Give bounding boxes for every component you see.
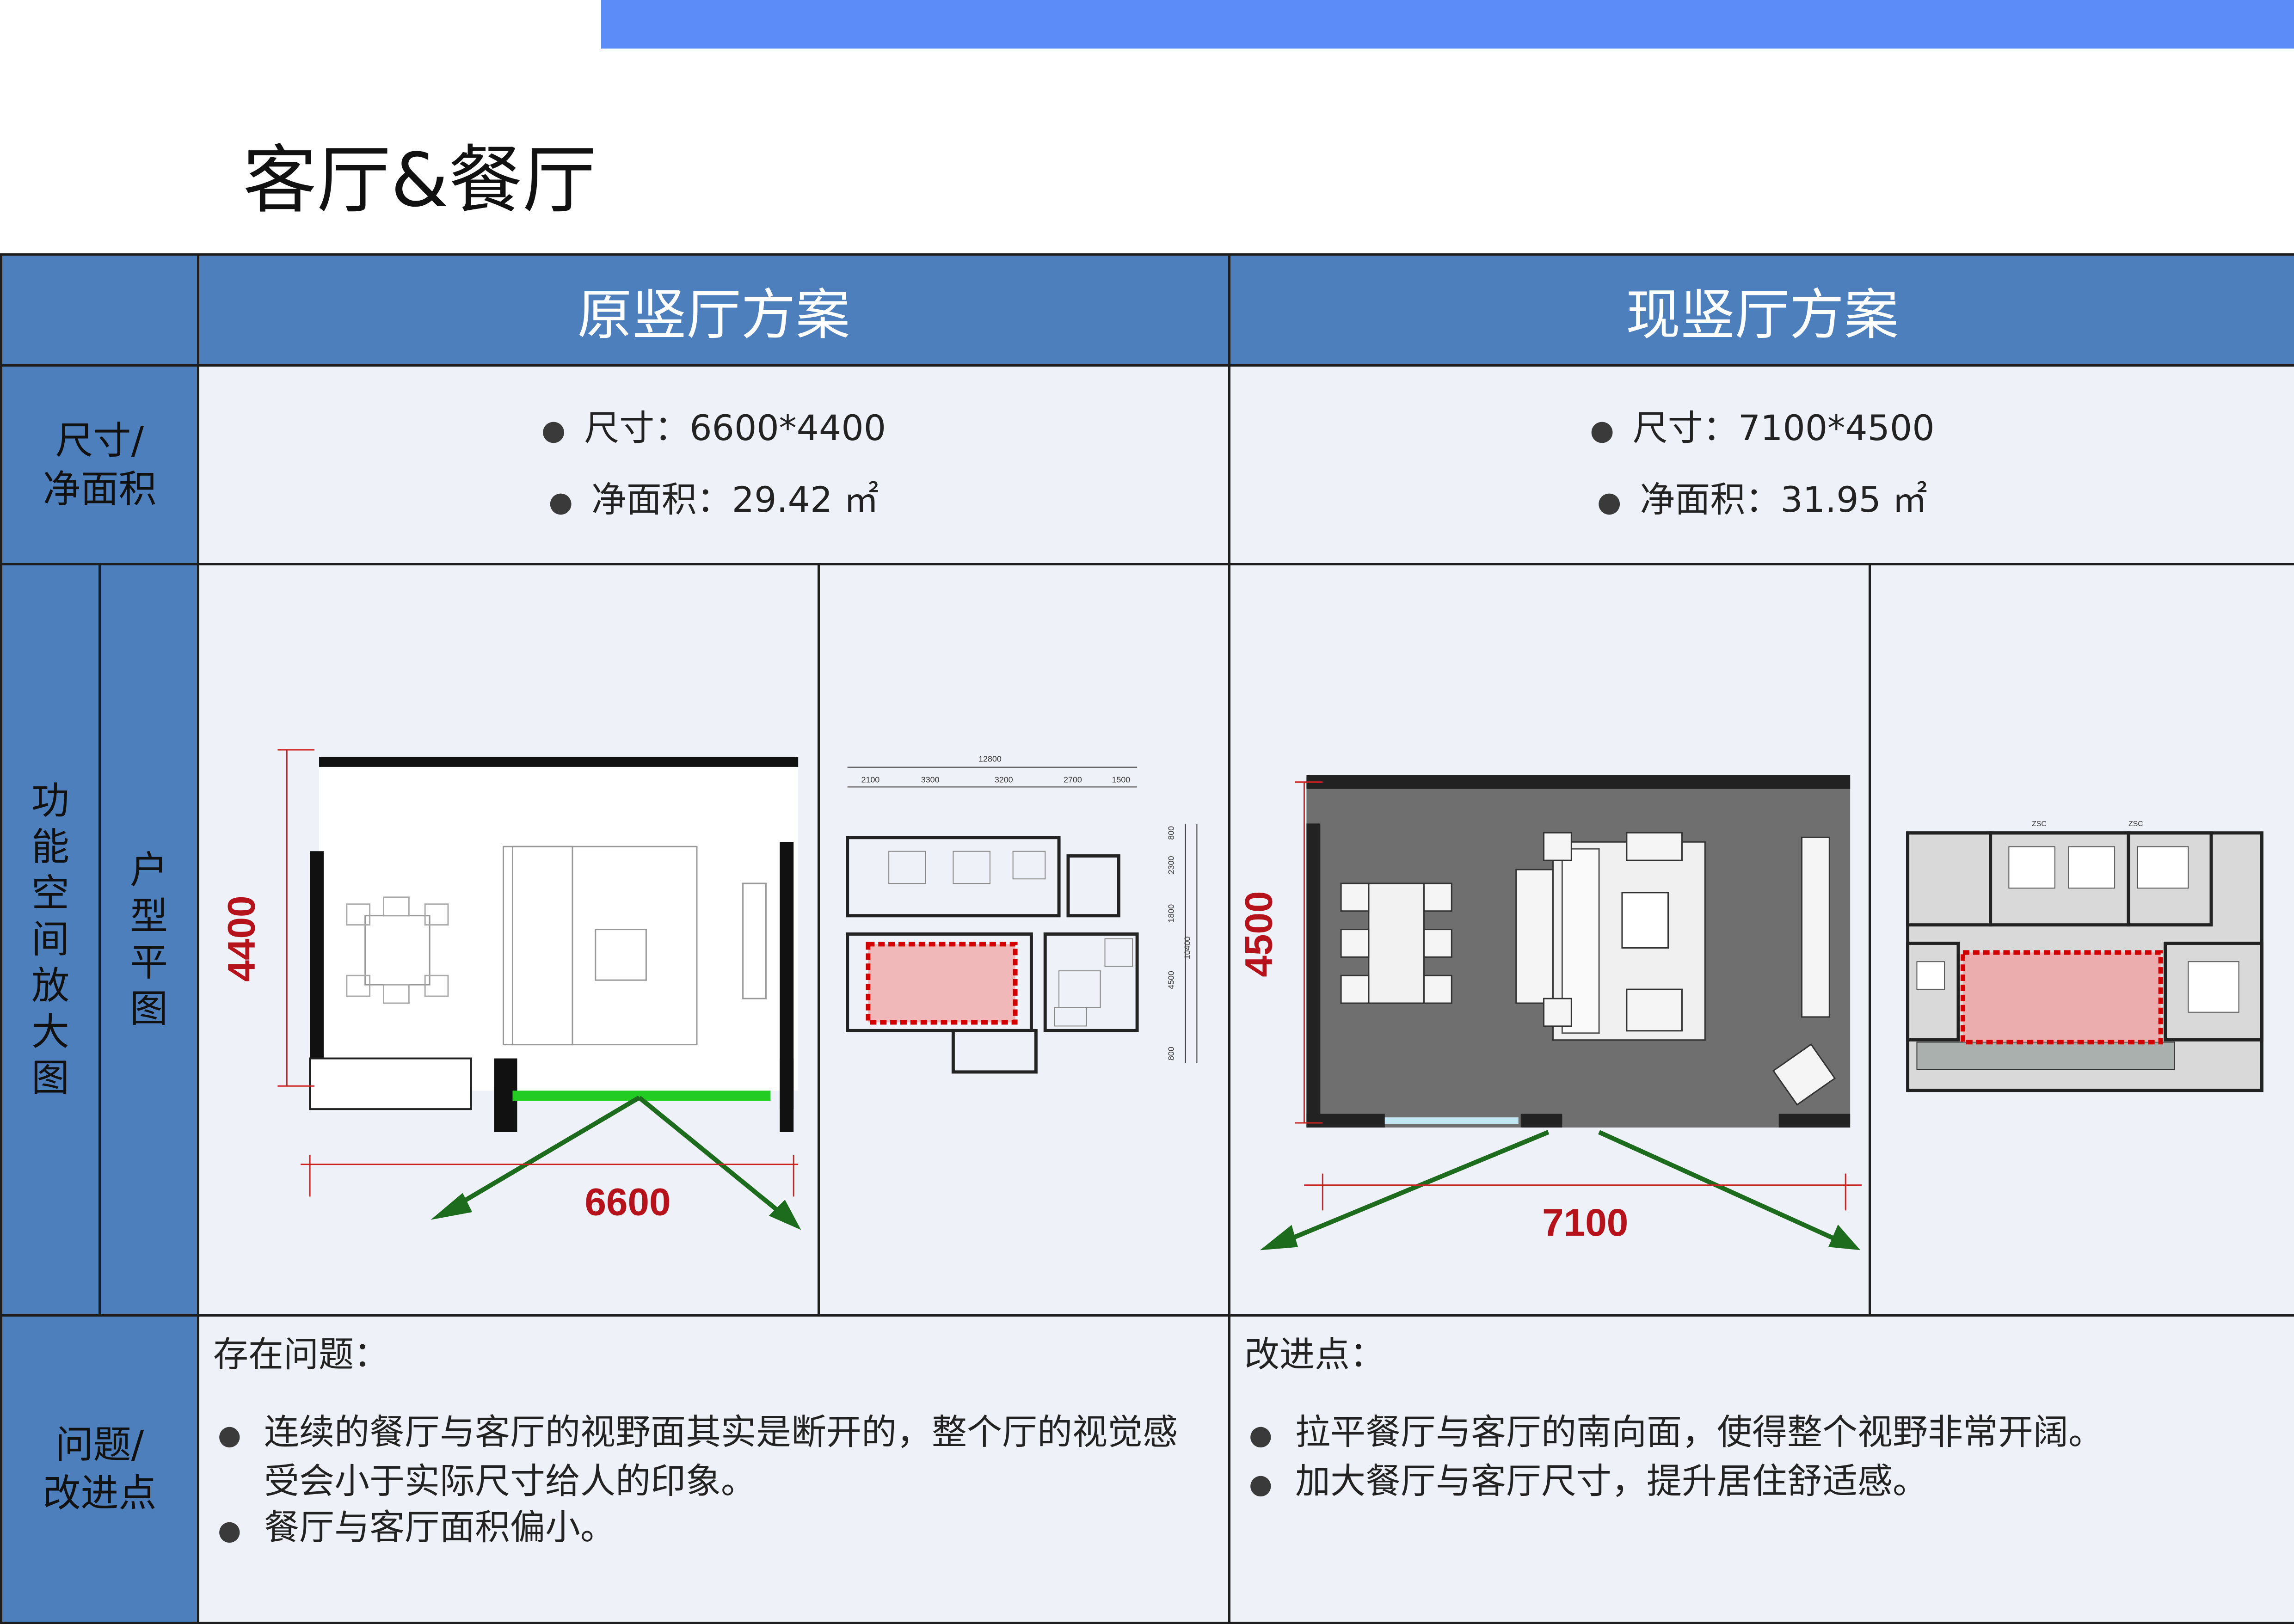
dim-height-left: 4400 (220, 895, 263, 981)
living-dining-highlight (866, 942, 1018, 1025)
svg-text:10400: 10400 (1182, 936, 1192, 959)
right-floorplan-cell: ZSC ZSC (1869, 563, 2294, 1317)
header-original-scheme: 原竖厅方案 (197, 253, 1231, 367)
left-enlarged-plan: 4400 6600 (220, 749, 801, 1230)
improvements-heading: 改进点： (1244, 1334, 1385, 1375)
top-accent-bar (601, 0, 2294, 49)
svg-text:3300: 3300 (921, 775, 940, 784)
area-left: 净面积：29.42 ㎡ (199, 465, 1228, 537)
dim-height-right: 4500 (1237, 891, 1280, 977)
issues-cell: 存在问题： 连续的餐厅与客厅的视野面其实是断开的，整个厅的视觉感受会小于实际尺寸… (197, 1314, 1231, 1624)
area-right: 净面积：31.95 ㎡ (1230, 465, 2294, 537)
left-floorplan-cell: 12800 2100 3300 3200 2700 1500 800 2300 … (817, 563, 1231, 1317)
page-title: 客厅&餐厅 (243, 137, 597, 223)
header-current-scheme: 现竖厅方案 (1228, 253, 2294, 367)
size-cell-right: 尺寸：7100*4500 净面积：31.95 ㎡ (1228, 364, 2294, 565)
size-left: 尺寸：6600*4400 (199, 393, 1228, 465)
improvement-item: 加大餐厅与客厅尺寸，提升居住舒适感。 (1244, 1458, 2266, 1507)
improvements-cell: 改进点： 拉平餐厅与客厅的南向面，使得整个视野非常开阔。 加大餐厅与客厅尺寸，提… (1228, 1314, 2294, 1624)
svg-text:1800: 1800 (1167, 904, 1176, 923)
svg-text:2100: 2100 (861, 775, 879, 784)
svg-text:2700: 2700 (1064, 775, 1082, 784)
issue-item: 餐厅与客厅面积偏小。 (213, 1504, 1200, 1553)
svg-text:1500: 1500 (1112, 775, 1130, 784)
issue-item: 连续的餐厅与客厅的视野面其实是断开的，整个厅的视觉感受会小于实际尺寸给人的印象。 (213, 1409, 1200, 1504)
issues-heading: 存在问题： (213, 1334, 389, 1375)
comparison-table: 原竖厅方案 现竖厅方案 尺寸/ 净面积 尺寸：6600*4400 净面积：29.… (0, 253, 2294, 1624)
svg-text:4500: 4500 (1167, 971, 1176, 989)
row-label-enlarged: 功能空间放大图 (0, 563, 101, 1317)
dim-width-right: 7100 (1542, 1201, 1628, 1244)
row-label-issues: 问题/ 改进点 (0, 1314, 199, 1624)
left-enlarged-plan-cell: 4400 6600 (197, 563, 820, 1317)
row-label-floorplan: 户型平图 (98, 563, 199, 1317)
left-mini-floorplan: 12800 2100 3300 3200 2700 1500 800 2300 … (846, 754, 1198, 1074)
svg-text:2300: 2300 (1167, 856, 1176, 874)
living-dining-highlight-right (1960, 950, 2163, 1045)
header-corner (0, 253, 199, 367)
svg-text:800: 800 (1167, 826, 1176, 840)
row-label-size: 尺寸/ 净面积 (0, 364, 199, 565)
right-mini-floorplan: ZSC ZSC (1906, 820, 2263, 1092)
svg-text:ZSC: ZSC (2032, 820, 2047, 828)
svg-text:ZSC: ZSC (2128, 820, 2143, 828)
svg-text:3200: 3200 (995, 775, 1013, 784)
size-right: 尺寸：7100*4500 (1230, 393, 2294, 465)
svg-text:800: 800 (1167, 1047, 1176, 1060)
size-cell-left: 尺寸：6600*4400 净面积：29.42 ㎡ (197, 364, 1231, 565)
improvement-item: 拉平餐厅与客厅的南向面，使得整个视野非常开阔。 (1244, 1409, 2266, 1458)
view-opening-highlight (512, 1091, 771, 1101)
right-enlarged-plan-cell: 4500 7100 (1228, 563, 1871, 1317)
right-enlarged-plan: 4500 7100 (1237, 775, 1862, 1250)
dim-width-left: 6600 (584, 1180, 670, 1223)
svg-text:12800: 12800 (978, 754, 1002, 764)
